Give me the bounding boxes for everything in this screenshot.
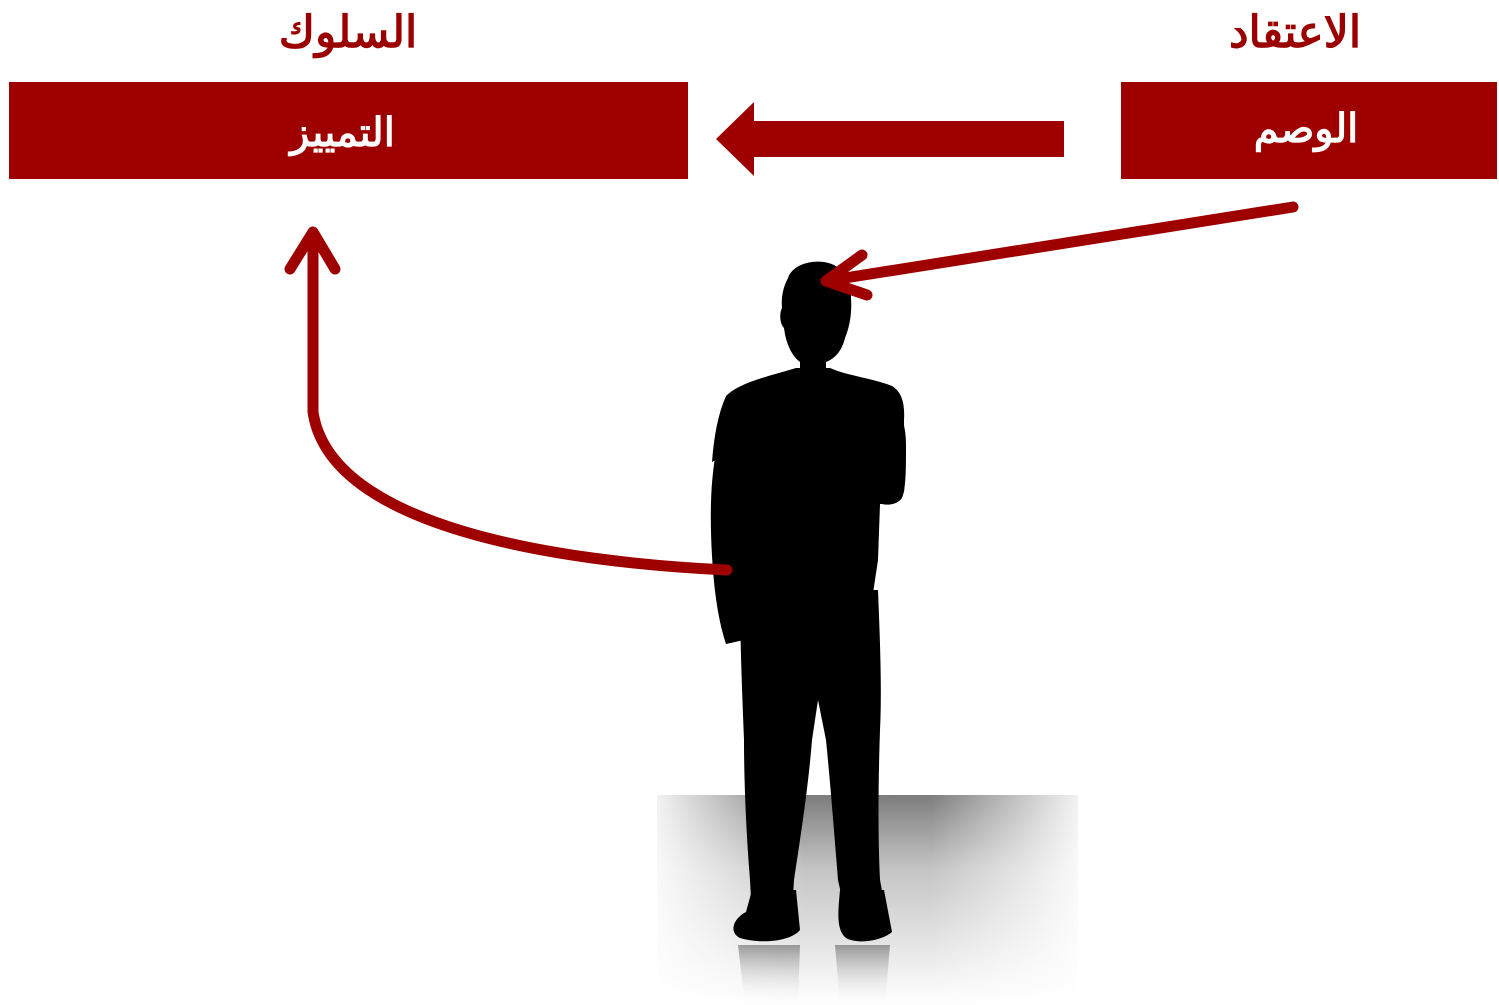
heading-belief: الاعتقاد: [1190, 2, 1400, 64]
heading-behavior: السلوك: [248, 2, 448, 64]
discrimination-box: التمييز: [9, 82, 688, 179]
stigma-box: الوصم: [1121, 82, 1497, 179]
arrow-stigma-to-discrimination: [716, 102, 1064, 176]
stigma-label: الوصم: [1254, 105, 1359, 152]
discrimination-label: التمييز: [290, 109, 395, 156]
arrow-stigma-to-head: [826, 207, 1293, 295]
arrow-person-to-discrimination: [290, 232, 727, 570]
